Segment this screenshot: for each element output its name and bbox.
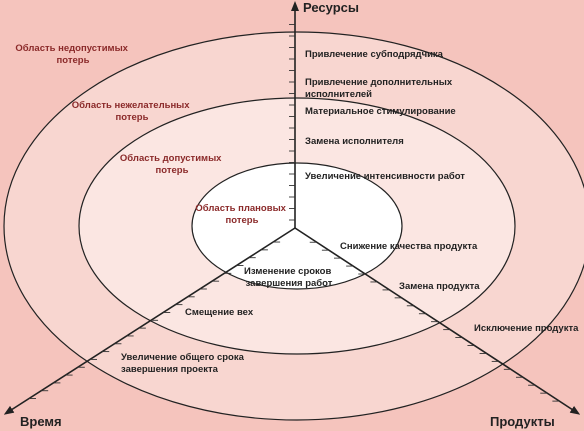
zone-acceptable-label: Область допустимых потерь [120,153,224,176]
resources-item-subcontractor: Привлечение субподрядчика [305,49,444,60]
resources-axis-ticks [289,24,295,221]
resources-item-intensity: Увеличение интенсивности работ [305,171,465,182]
zone-unacceptable-label: Область недопустимых потерь [15,43,130,66]
resources-item-additional-staff: Привлечение дополнительных исполнителей [305,77,455,100]
resources-axis-label: Ресурсы [303,0,359,15]
resources-item-incentives: Материальное стимулирование [305,106,456,117]
product-item-exclude-product: Исключение продукта [474,323,579,334]
products-axis-label: Продукты [490,414,555,429]
zone-undesirable-label: Область нежелательных потерь [72,100,192,123]
resources-item-replace-executor: Замена исполнителя [305,136,404,147]
zone-planned-ring [191,162,403,290]
time-item-milestone-shift: Смещение вех [185,307,254,318]
product-item-quality-reduction: Снижение качества продукта [340,241,478,252]
time-axis-label: Время [20,414,62,429]
zone-planned-label: Область плановых потерь [195,203,288,226]
time-item-extend-project: Увеличение общего срока завершения проек… [121,352,247,375]
time-axis-ticks [28,241,281,400]
products-axis [294,227,581,415]
products-axis-ticks [309,241,560,402]
product-item-replace-product: Замена продукта [399,281,480,292]
time-item-change-deadlines: Изменение сроков завершения работ [244,266,334,289]
